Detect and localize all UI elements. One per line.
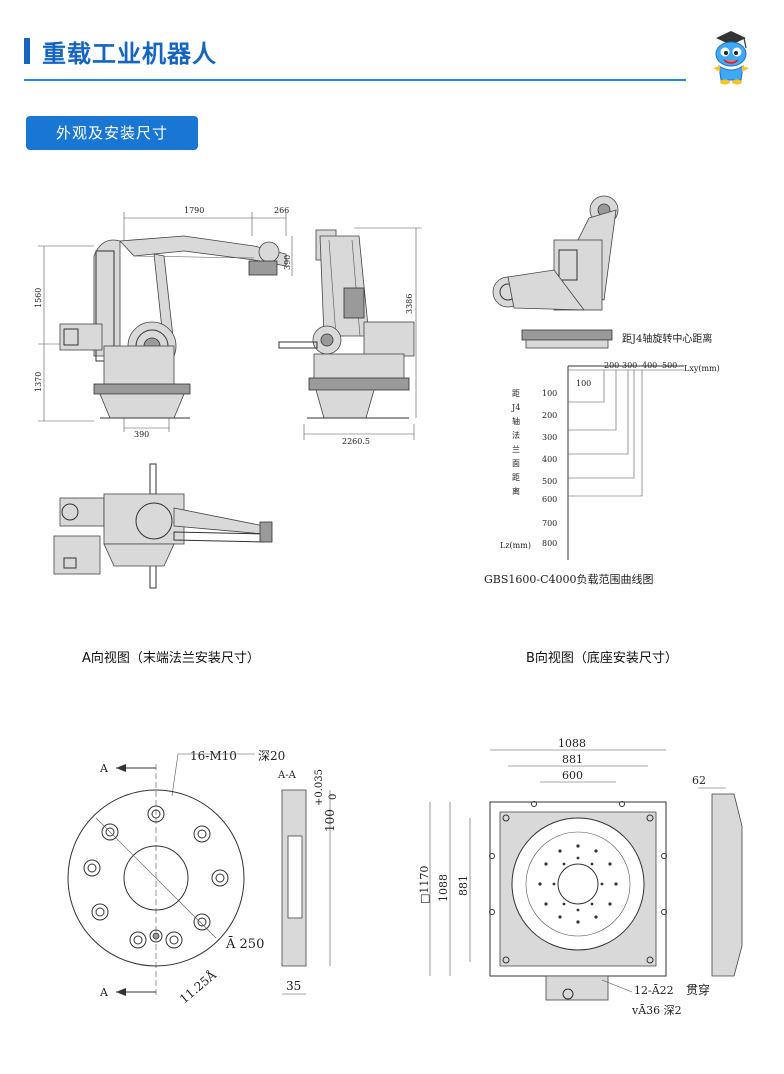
mascot-logo bbox=[713, 31, 749, 85]
flange-bore bbox=[123, 845, 189, 911]
base-drawing: 1088 881 600 □1170 1088 881 62 12-Ā22 贯穿… bbox=[418, 737, 743, 1017]
robot-top-view bbox=[53, 463, 273, 589]
center-distance-label: 距J4轴旋转中心距离 bbox=[622, 332, 712, 345]
load-curve-chart: 距J4轴旋转中心距离 200 300 400 500 Lxy(mm) 100 距… bbox=[484, 195, 720, 586]
dim-side-width: 2260.5 bbox=[342, 437, 370, 446]
dim-top-offset: 266 bbox=[274, 206, 289, 215]
base-side-thickness: 62 bbox=[692, 774, 706, 787]
load-curve-caption: GBS1600-C4000负载范围曲线图 bbox=[484, 572, 654, 586]
svg-text:兰: 兰 bbox=[512, 444, 520, 454]
x-tick-400: 400 bbox=[642, 361, 657, 370]
svg-text:500: 500 bbox=[542, 477, 557, 486]
dim-side-height: 3386 bbox=[405, 294, 414, 314]
base-height-outer: 1088 bbox=[437, 874, 450, 902]
robot-wrist-illustration bbox=[492, 195, 619, 349]
base-hole-spec: 12-Ā22 bbox=[634, 984, 674, 997]
base-side-view bbox=[711, 793, 743, 977]
svg-text:100: 100 bbox=[542, 389, 557, 398]
dim-wrist-height: 390 bbox=[283, 255, 292, 270]
section-arrow-bottom: A bbox=[99, 986, 109, 999]
x-tick-100: 100 bbox=[576, 379, 591, 388]
dim-left-upper: 1560 bbox=[34, 288, 43, 308]
svg-text:轴: 轴 bbox=[512, 416, 520, 426]
svg-text:距: 距 bbox=[512, 389, 520, 398]
section-label: A-A bbox=[277, 770, 297, 781]
base-bolt-holes bbox=[538, 844, 618, 924]
svg-text:800: 800 bbox=[542, 539, 557, 548]
base-height-mid: 881 bbox=[457, 875, 470, 896]
base-through: 贯穿 bbox=[686, 982, 710, 997]
svg-text:面: 面 bbox=[512, 459, 520, 468]
svg-text:法: 法 bbox=[512, 430, 520, 440]
base-width-outer: 1088 bbox=[558, 737, 586, 750]
x-axis-label: Lxy(mm) bbox=[684, 364, 720, 373]
base-counterbore: vĀ36 深2 bbox=[631, 1004, 682, 1017]
dim-base-width: 390 bbox=[134, 430, 149, 439]
load-curves bbox=[568, 370, 643, 497]
svg-text:600: 600 bbox=[542, 495, 557, 504]
bore-dimension: 100 bbox=[323, 809, 337, 832]
base-corner-holes bbox=[489, 801, 667, 964]
title-accent-bar bbox=[24, 38, 30, 64]
robot-front-view bbox=[59, 235, 287, 419]
svg-text:离: 离 bbox=[512, 486, 520, 496]
x-tick-200: 200 bbox=[604, 361, 619, 370]
y-axis-label-vertical: 距 J4 轴 法 兰 面 距 离 bbox=[511, 389, 520, 496]
section-heading-button: 外观及安装尺寸 bbox=[26, 116, 198, 150]
x-tick-500: 500 bbox=[662, 361, 677, 370]
title-underline bbox=[24, 79, 686, 81]
tolerance-lower: 0 bbox=[328, 794, 339, 800]
svg-text:J4: J4 bbox=[511, 403, 520, 412]
hole-spec: 16-M10 bbox=[190, 749, 237, 763]
svg-text:300: 300 bbox=[542, 433, 557, 442]
base-width-inner: 600 bbox=[562, 769, 583, 782]
flange-outer-circle bbox=[67, 789, 245, 967]
base-width-mid: 881 bbox=[562, 753, 583, 766]
caption-view-a: A向视图（末端法兰安装尺寸） bbox=[82, 651, 260, 666]
y-ticks: 100 200 300 400 500 600 700 800 bbox=[542, 389, 557, 548]
base-square-height: □1170 bbox=[418, 866, 431, 904]
dim-left-lower: 1370 bbox=[34, 372, 43, 392]
flange-holes bbox=[83, 805, 229, 949]
page-title: 重载工业机器人 bbox=[42, 40, 217, 68]
tolerance-upper: +0.035 bbox=[314, 769, 325, 806]
section-arrow-top: A bbox=[99, 762, 109, 775]
svg-text:400: 400 bbox=[542, 455, 557, 464]
svg-text:距: 距 bbox=[512, 473, 520, 482]
robot-side-view bbox=[278, 229, 415, 419]
flange-diameter: Ā 250 bbox=[225, 936, 264, 952]
flange-drawing: A A 16-M10 深20 Ā 250 11.25Å A-A +0.035 0… bbox=[67, 749, 339, 1006]
caption-view-b: B向视图（底座安装尺寸） bbox=[526, 651, 678, 666]
svg-text:200: 200 bbox=[542, 411, 557, 420]
x-tick-300: 300 bbox=[622, 361, 637, 370]
robot-dimensions-drawing: 1790 266 1560 1370 390 390 bbox=[34, 206, 422, 589]
hole-depth: 深20 bbox=[258, 749, 285, 763]
base-outline bbox=[489, 801, 667, 977]
svg-text:700: 700 bbox=[542, 519, 557, 528]
flange-angle: 11.25Å bbox=[176, 967, 219, 1006]
dim-top-width: 1790 bbox=[184, 206, 204, 215]
flange-thickness: 35 bbox=[286, 979, 301, 993]
y-axis-label: Lz(mm) bbox=[500, 541, 531, 550]
